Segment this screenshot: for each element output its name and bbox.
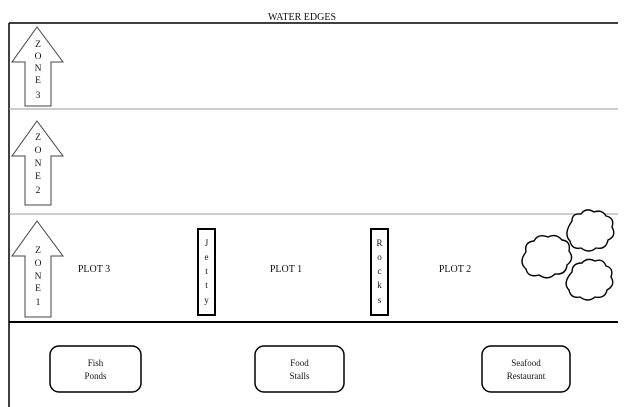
zone-2-letter-z: Z [35, 133, 41, 143]
rocks-letter-3: c [378, 266, 382, 276]
zone-1-arrow: Z O N E 1 [11, 220, 64, 318]
zone-2-arrow-shape [11, 120, 64, 206]
outer-frame [8, 22, 618, 407]
rocks-letter-1: R [376, 238, 382, 248]
zone-3-letter-n: N [35, 64, 42, 74]
jetty-marker: J e t t y [197, 228, 216, 316]
food-stalls-line-2: Stalls [289, 371, 310, 381]
zone-1-number: 1 [36, 298, 41, 308]
seafood-restaurant-line-2: Restaurant [507, 371, 546, 381]
rocks-box [370, 228, 389, 316]
fish-ponds-line-1: Fish [88, 358, 104, 368]
jetty-letter-2: e [205, 252, 209, 262]
zone-1-arrow-shape [11, 220, 64, 318]
jetty-letter-1: J [205, 238, 209, 248]
fish-ponds-box: Fish Ponds [49, 345, 142, 393]
fish-ponds-border [49, 345, 142, 393]
seafood-restaurant-border [481, 345, 571, 393]
plot-2-label: PLOT 2 [439, 264, 471, 275]
food-stalls-line-1: Food [290, 358, 309, 368]
seafood-restaurant-line-1: Seafood [511, 358, 541, 368]
zone-2-letter-e: E [35, 172, 41, 182]
rocks-letter-4: k [377, 280, 382, 290]
rocks-letter-5: s [378, 295, 382, 305]
jetty-letter-4: t [205, 280, 208, 290]
tree-icon-left [521, 234, 573, 279]
zone-3-letter-o: O [35, 52, 42, 62]
zone-2-number: 2 [36, 186, 41, 196]
jetty-letter-5: y [204, 295, 209, 305]
zone-3-arrow-shape [11, 26, 64, 107]
zone-2-letter-n: N [35, 159, 42, 169]
plot-1-label: PLOT 1 [270, 264, 302, 275]
rocks-marker: R o c k s [370, 228, 389, 316]
jetty-box [197, 228, 216, 316]
zone-1-letter-n: N [35, 272, 42, 282]
water-edges-title: WATER EDGES [268, 12, 336, 23]
tree-cluster-icon [521, 209, 615, 301]
jetty-letter-3: t [205, 266, 208, 276]
plot-3-label: PLOT 3 [78, 264, 110, 275]
food-stalls-box: Food Stalls [254, 345, 345, 393]
zone-2-letter-o: O [35, 146, 42, 156]
food-stalls-border [254, 345, 345, 393]
zone-1-letter-z: Z [35, 246, 41, 256]
zone-3-arrow: Z O N E 3 [11, 26, 64, 107]
tree-icon-top-right [566, 209, 615, 252]
zone-3-letter-e: E [35, 76, 41, 86]
zone-1-letter-o: O [35, 259, 42, 269]
fish-ponds-line-2: Ponds [84, 371, 107, 381]
zone-2-arrow: Z O N E 2 [11, 120, 64, 206]
zone-3-letter-z: Z [35, 40, 41, 50]
zone-1-letter-e: E [35, 284, 41, 294]
zone-3-number: 3 [36, 91, 41, 101]
seafood-restaurant-box: Seafood Restaurant [481, 345, 571, 393]
tree-icon-bottom-right [565, 258, 614, 301]
rocks-letter-2: o [377, 252, 382, 262]
